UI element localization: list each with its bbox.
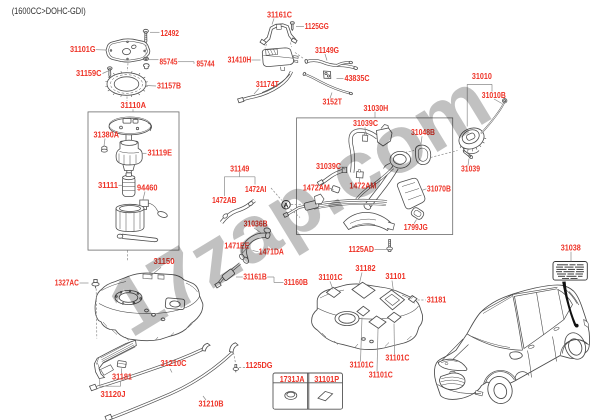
svg-text:31157B: 31157B (157, 81, 181, 90)
svg-text:31038: 31038 (561, 244, 581, 253)
svg-text:31101C: 31101C (385, 353, 409, 362)
svg-text:1472AM: 1472AM (303, 184, 330, 193)
svg-text:31174T: 31174T (256, 80, 279, 89)
svg-text:1799JG: 1799JG (404, 223, 428, 232)
svg-text:31161B: 31161B (243, 273, 267, 282)
svg-text:31030H: 31030H (364, 104, 389, 113)
svg-text:31150: 31150 (154, 257, 175, 266)
svg-text:31048B: 31048B (411, 128, 435, 137)
svg-text:1731JA: 1731JA (280, 375, 305, 384)
svg-text:31149: 31149 (230, 164, 250, 173)
svg-text:12492: 12492 (161, 29, 180, 38)
svg-text:31210C: 31210C (161, 359, 187, 368)
svg-text:31161C: 31161C (267, 11, 292, 20)
svg-text:31210B: 31210B (199, 399, 224, 408)
svg-text:85745: 85745 (160, 57, 178, 66)
svg-text:3152T: 3152T (323, 98, 343, 107)
svg-text:1472AB: 1472AB (212, 196, 236, 205)
svg-text:1327AC: 1327AC (55, 278, 79, 287)
svg-text:31380A: 31380A (94, 131, 120, 140)
svg-text:1472AI: 1472AI (245, 185, 266, 194)
svg-text:31101C: 31101C (369, 371, 393, 380)
svg-text:31181: 31181 (112, 373, 132, 382)
svg-text:85744: 85744 (197, 59, 215, 68)
svg-text:43835C: 43835C (345, 74, 370, 83)
svg-text:1471EE: 1471EE (224, 242, 249, 251)
svg-text:1471DA: 1471DA (259, 248, 284, 257)
svg-text:31182: 31182 (355, 264, 376, 273)
svg-text:31181: 31181 (427, 296, 447, 305)
svg-text:31070B: 31070B (427, 184, 451, 193)
svg-text:31101C: 31101C (319, 273, 343, 282)
svg-text:31101: 31101 (385, 272, 406, 281)
svg-text:31101C: 31101C (350, 361, 374, 370)
svg-text:31410H: 31410H (228, 55, 252, 64)
svg-text:31010: 31010 (472, 72, 492, 81)
svg-text:31036B: 31036B (244, 220, 268, 229)
svg-text:31039: 31039 (461, 165, 480, 174)
svg-text:31039C: 31039C (316, 162, 341, 171)
svg-text:1125DG: 1125DG (246, 361, 273, 370)
svg-text:A: A (284, 202, 289, 209)
svg-text:31119E: 31119E (148, 149, 173, 158)
svg-text:31010B: 31010B (482, 91, 506, 100)
svg-text:31101G: 31101G (70, 45, 96, 54)
svg-text:31159C: 31159C (76, 69, 102, 78)
svg-text:(1600CC>DOHC-GDI): (1600CC>DOHC-GDI) (12, 6, 86, 16)
svg-text:31160B: 31160B (284, 278, 308, 287)
svg-text:31149G: 31149G (315, 46, 339, 55)
svg-text:31101P: 31101P (314, 375, 339, 384)
svg-text:1125GG: 1125GG (305, 22, 329, 31)
svg-text:94460: 94460 (137, 184, 158, 193)
svg-text:31110A: 31110A (121, 101, 147, 110)
svg-text:1472AM: 1472AM (349, 181, 376, 190)
svg-text:31120J: 31120J (101, 390, 126, 399)
svg-text:31039C: 31039C (353, 119, 378, 128)
svg-text:1125AD: 1125AD (349, 245, 375, 254)
svg-text:31111: 31111 (98, 181, 118, 190)
